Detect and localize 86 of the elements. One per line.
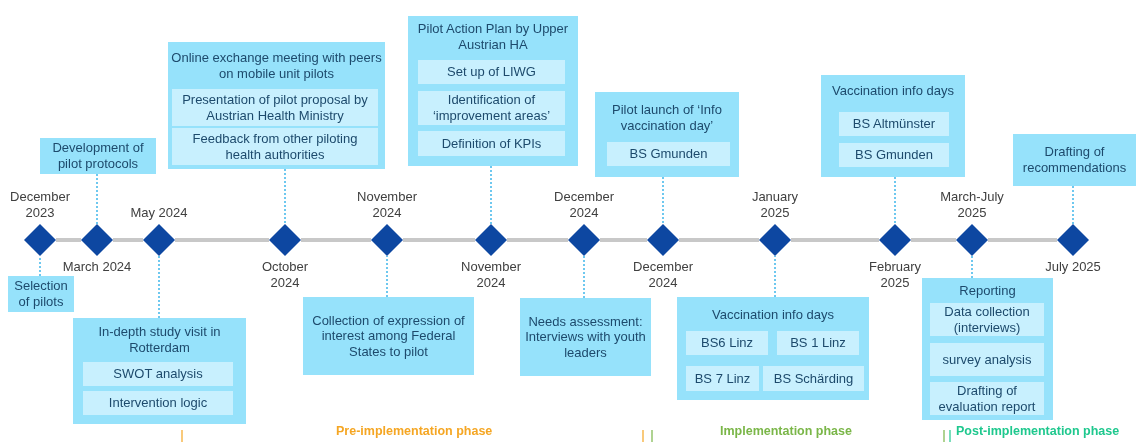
sub-activity-box: BS 1 Linz — [777, 331, 859, 355]
date-label: November 2024 — [460, 259, 522, 292]
date-label: July 2025 — [1044, 259, 1102, 276]
activity-group-box — [922, 278, 1053, 420]
activity-group-box — [408, 16, 578, 166]
connector-line — [662, 176, 664, 225]
connector-line — [158, 255, 160, 319]
group-heading: Online exchange meeting with peers on mobile unit pilots — [170, 50, 383, 82]
milestone-diamond — [956, 224, 988, 256]
group-heading: Pilot launch of ‘Info vaccination day’ — [611, 102, 723, 134]
milestone-diamond — [1057, 224, 1089, 256]
activity-box: Collection of expression of interest among Federal States to pilot — [303, 297, 474, 375]
timeline-line — [113, 238, 143, 242]
sub-activity-box: SWOT analysis — [83, 362, 233, 386]
milestone-diamond — [81, 224, 113, 256]
connector-line — [971, 255, 973, 279]
sub-activity-box: Presentation of pilot proposal by Austrian Health Ministry — [172, 89, 378, 126]
connector-line — [774, 255, 776, 298]
activity-box: Development of pilot protocols — [40, 138, 156, 174]
timeline-line — [791, 238, 879, 242]
phase-label: Post-implementation phase — [956, 424, 1120, 438]
sub-activity-box: BS Gmunden — [839, 143, 949, 167]
activity-group-box — [821, 75, 965, 177]
timeline-line — [301, 238, 371, 242]
timeline-line — [679, 238, 759, 242]
connector-line — [39, 255, 41, 277]
date-label: October 2024 — [260, 259, 310, 292]
connector-line — [96, 173, 98, 225]
timeline-line — [403, 238, 475, 242]
date-label: November 2024 — [356, 188, 418, 221]
date-label: December 2023 — [9, 188, 71, 221]
sub-activity-box: BS 7 Linz — [686, 366, 759, 391]
sub-activity-box: BS Schärding — [763, 366, 864, 391]
sub-activity-box: BS6 Linz — [686, 331, 768, 355]
connector-line — [490, 165, 492, 225]
milestone-diamond — [371, 224, 403, 256]
activity-box: Drafting of recommendations — [1013, 134, 1136, 186]
activity-group-box — [73, 318, 246, 424]
milestone-diamond — [24, 224, 56, 256]
group-heading: Vaccination info days — [711, 307, 835, 323]
sub-activity-box: Definition of KPIs — [418, 131, 565, 156]
sub-activity-box: BS Altmünster — [839, 112, 949, 136]
phase-label: Implementation phase — [720, 424, 852, 438]
timeline-line — [175, 238, 269, 242]
activity-box: Selection of pilots — [8, 276, 74, 312]
connector-line — [894, 176, 896, 225]
connector-line — [1072, 185, 1074, 225]
date-label: December 2024 — [553, 188, 615, 221]
activity-group-box — [595, 92, 739, 177]
milestone-diamond — [475, 224, 507, 256]
activity-group-box — [168, 42, 385, 169]
connector-line — [583, 255, 585, 299]
activity-box: Needs assessment: Interviews with youth leaders — [520, 298, 651, 376]
activity-group-box — [677, 297, 869, 400]
connector-line — [284, 168, 286, 225]
sub-activity-box: Feedback from other piloting health authorities — [172, 128, 378, 165]
milestone-diamond — [568, 224, 600, 256]
date-label: May 2024 — [129, 204, 189, 221]
milestone-diamond — [143, 224, 175, 256]
timeline-line — [507, 238, 568, 242]
date-label: January 2025 — [750, 188, 800, 221]
timeline-line — [600, 238, 647, 242]
date-label: March 2024 — [61, 259, 133, 276]
milestone-diamond — [879, 224, 911, 256]
date-label: March-July 2025 — [939, 188, 1005, 221]
milestone-diamond — [269, 224, 301, 256]
group-heading: Reporting — [958, 283, 1017, 299]
milestone-diamond — [759, 224, 791, 256]
sub-activity-box: survey analysis — [930, 343, 1044, 376]
connector-line — [386, 255, 388, 298]
sub-activity-box: Drafting of evaluation report — [930, 382, 1044, 415]
milestone-diamond — [647, 224, 679, 256]
sub-activity-box: Data collection (interviews) — [930, 303, 1044, 336]
date-label: February 2025 — [868, 259, 922, 292]
sub-activity-box: BS Gmunden — [607, 142, 730, 166]
timeline-line — [911, 238, 956, 242]
sub-activity-box: Identification of ‘improvement areas’ — [418, 91, 565, 125]
sub-activity-box: Intervention logic — [83, 391, 233, 415]
group-heading: In-depth study visit in Rotterdam — [97, 324, 222, 356]
date-label: December 2024 — [632, 259, 694, 292]
group-heading: Pilot Action Plan by Upper Austrian HA — [416, 21, 570, 53]
group-heading: Vaccination info days — [831, 83, 955, 99]
timeline-line — [988, 238, 1057, 242]
sub-activity-box: Set up of LIWG — [418, 60, 565, 84]
timeline-line — [56, 238, 81, 242]
phase-label: Pre-implementation phase — [336, 424, 493, 438]
